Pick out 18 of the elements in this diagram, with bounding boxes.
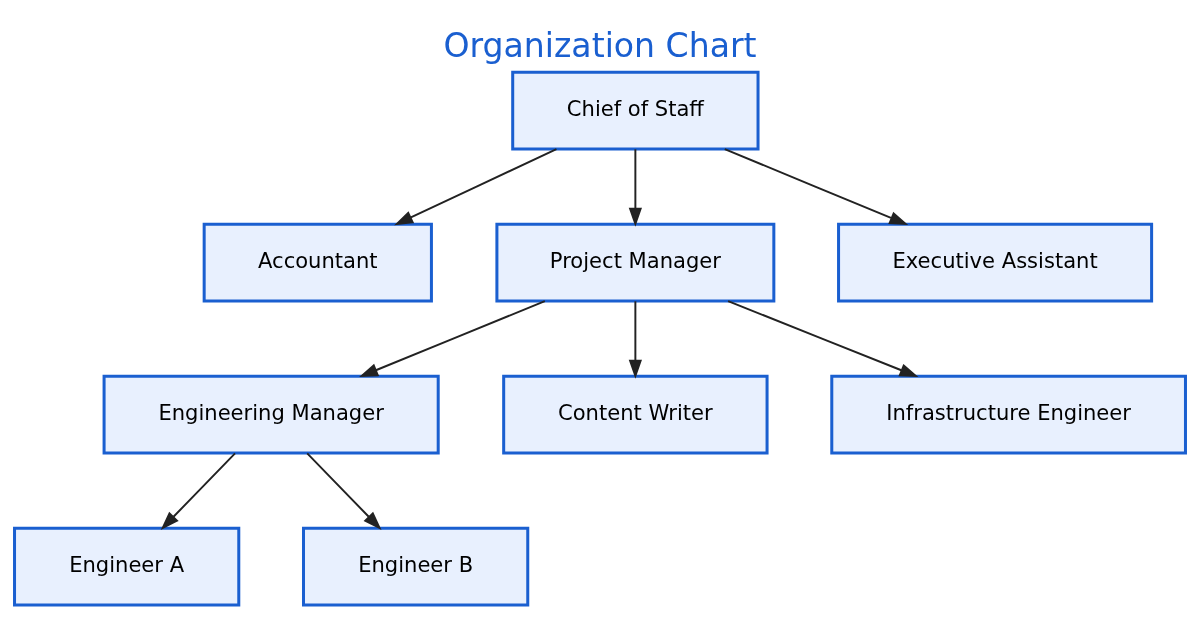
arrow: [723, 147, 909, 225]
diagram-title: Organization Chart: [443, 25, 757, 65]
arrow: [359, 299, 546, 377]
arrow: [628, 147, 643, 227]
arrow: [727, 299, 919, 377]
node-box: Engineer A: [13, 526, 241, 606]
node-box: Infrastructure Engineer: [830, 374, 1187, 454]
node-box: Engineer B: [302, 526, 530, 606]
node-box: Project Manager: [495, 222, 776, 302]
arrow: [306, 451, 382, 530]
node-box: Engineering Manager: [102, 374, 440, 454]
arrow: [394, 147, 558, 225]
node-box: Accountant: [202, 222, 433, 302]
node-box: Executive Assistant: [837, 222, 1154, 302]
arrow: [628, 299, 643, 379]
arrow: [160, 451, 237, 530]
node-box: Content Writer: [502, 374, 769, 454]
node-box: Chief of Staff: [511, 70, 760, 150]
